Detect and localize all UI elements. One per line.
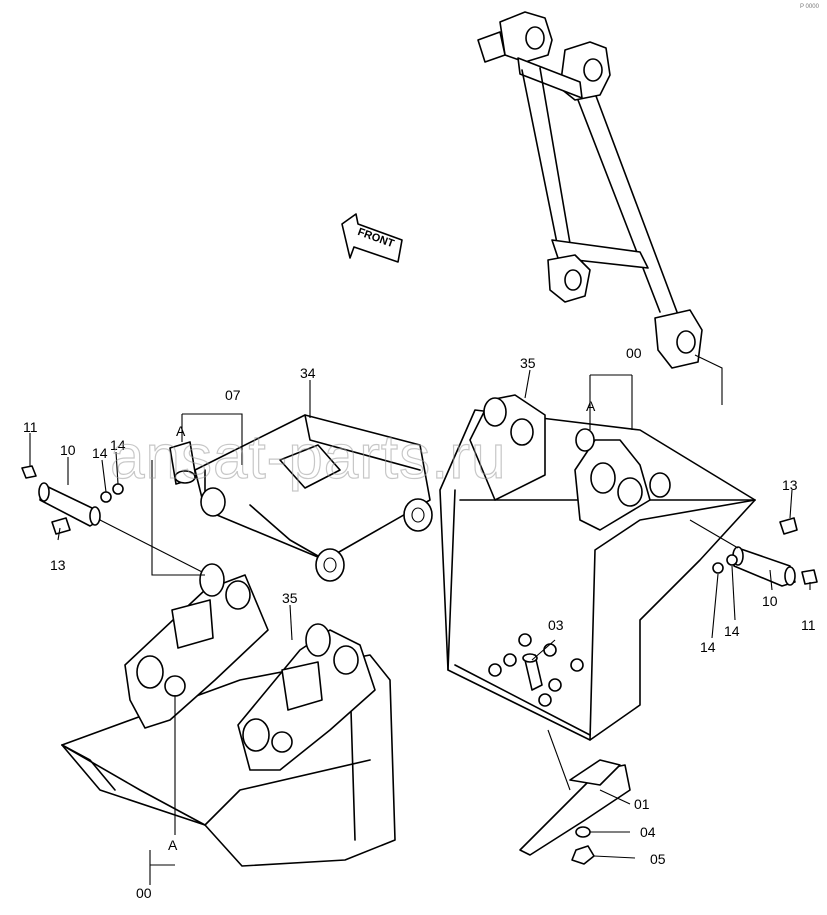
label-00-right: 00 <box>626 345 642 361</box>
tooth-hardware <box>519 729 631 865</box>
label-a-left-bottom: A <box>168 837 178 853</box>
label-05: 05 <box>650 851 666 867</box>
watermark-text: ansat-parts.ru <box>110 423 507 492</box>
label-00-left: 00 <box>136 885 152 901</box>
bucket-left <box>61 563 396 885</box>
label-35-left: 35 <box>282 590 298 606</box>
coupler-assembly <box>169 414 433 582</box>
label-11-right: 11 <box>801 617 816 633</box>
label-10-right: 10 <box>762 593 778 609</box>
label-14-left-b: 14 <box>110 437 126 453</box>
label-13-right: 13 <box>782 477 798 493</box>
right-pin-hardware <box>689 517 818 587</box>
leader-lines <box>29 369 811 859</box>
label-14-right-a: 14 <box>700 639 716 655</box>
label-07: 07 <box>225 387 241 403</box>
label-14-left-a: 14 <box>92 445 108 461</box>
label-11-left: 11 <box>23 419 38 435</box>
label-10-left: 10 <box>60 442 76 458</box>
label-a-left-top: A <box>176 423 186 439</box>
label-34: 34 <box>300 365 316 381</box>
label-01: 01 <box>634 796 650 812</box>
label-14-right-b: 14 <box>724 623 740 639</box>
front-direction-indicator: FRONT <box>341 213 403 263</box>
left-pin-hardware <box>21 465 209 576</box>
bucket-right <box>439 374 756 741</box>
label-35-right: 35 <box>520 355 536 371</box>
corner-mark: P 0000 <box>800 4 820 10</box>
part-labels: 11 10 14 14 13 A 07 34 35 A 00 35 A 00 0… <box>23 345 816 901</box>
label-a-right: A <box>586 398 596 414</box>
label-13-left: 13 <box>50 557 66 573</box>
arm-link-assembly <box>477 11 723 405</box>
label-04: 04 <box>640 824 656 840</box>
label-03: 03 <box>548 617 564 633</box>
